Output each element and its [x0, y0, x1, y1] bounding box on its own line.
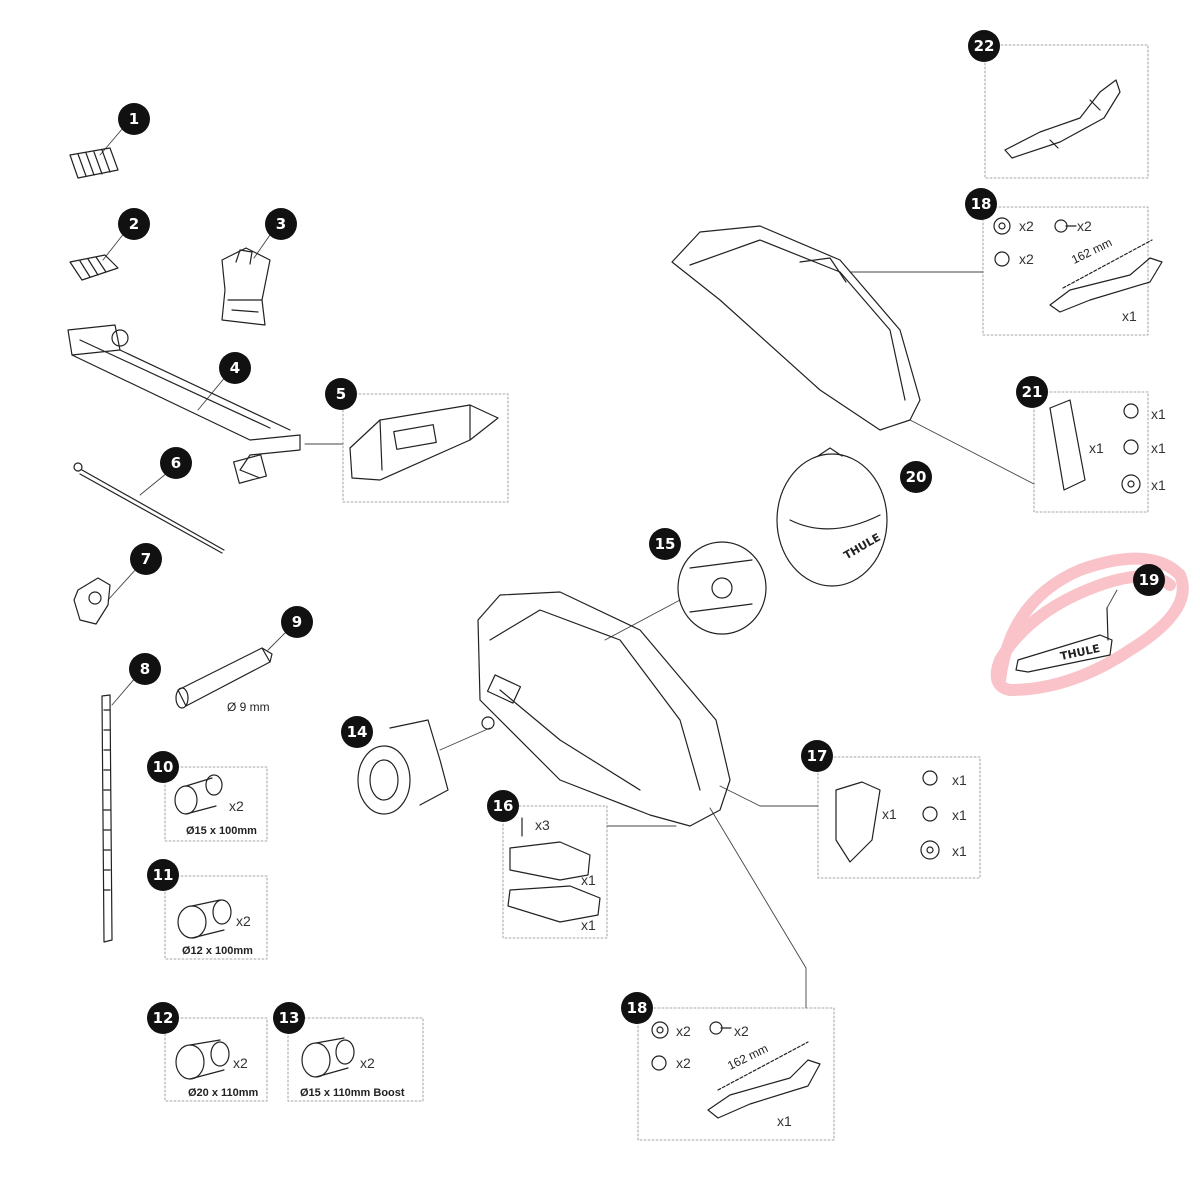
qty-part-18-top-washer: x2 — [1019, 218, 1034, 234]
qty-part-18-bottom-bolt: x2 — [734, 1023, 749, 1039]
qty-part-18-top-nut: x2 — [1019, 251, 1034, 267]
part-3-art — [221, 247, 271, 326]
part-15-art — [677, 541, 767, 635]
qty-part-11: x2 — [236, 913, 251, 929]
part-17-art — [835, 770, 940, 863]
part-13-art — [301, 1037, 355, 1078]
leader-lines — [99, 44, 1118, 1009]
qty-part-18-bottom-handle: x1 — [777, 1113, 792, 1129]
badge-part-21: 21 — [1016, 376, 1048, 408]
label-part-13-size: Ø15 x 110mm Boost — [300, 1087, 405, 1099]
badge-part-17: 17 — [801, 740, 833, 772]
part-14-art — [357, 719, 449, 815]
part-18-top-art — [993, 217, 1163, 313]
part-20-art — [776, 447, 888, 587]
part-4-art — [67, 324, 301, 484]
box-17 — [817, 756, 981, 879]
qty-part-17-clip: x1 — [882, 806, 897, 822]
badge-part-8: 8 — [129, 653, 161, 685]
qty-part-17-nut: x1 — [952, 807, 967, 823]
qty-part-21-strap: x1 — [1089, 440, 1104, 456]
qty-part-16-pad-bottom: x1 — [581, 917, 596, 933]
qty-part-18-top-bolt: x2 — [1077, 218, 1092, 234]
badge-part-3: 3 — [265, 208, 297, 240]
qty-part-17-washer: x1 — [952, 843, 967, 859]
badge-part-22: 22 — [968, 30, 1000, 62]
badge-part-9: 9 — [281, 606, 313, 638]
qty-part-10: x2 — [229, 798, 244, 814]
box-12 — [164, 1017, 268, 1102]
case-lid-art — [671, 225, 921, 431]
label-part-12-size: Ø20 x 110mm — [188, 1087, 259, 1099]
badge-part-11: 11 — [147, 859, 179, 891]
qty-part-13: x2 — [360, 1055, 375, 1071]
badge-part-5: 5 — [325, 378, 357, 410]
badge-part-15: 15 — [649, 528, 681, 560]
qty-part-16-screw: x3 — [535, 817, 550, 833]
part-2-art — [69, 254, 119, 281]
badge-part-18-bottom: 18 — [621, 992, 653, 1024]
part-16-art — [507, 817, 601, 923]
label-part-10-size: Ø15 x 100mm — [186, 825, 257, 837]
label-part-9-diameter: Ø 9 mm — [227, 700, 270, 714]
box-22 — [984, 44, 1149, 179]
part-22-art — [1004, 79, 1121, 159]
part-1-art — [69, 147, 119, 179]
box-18-top — [982, 206, 1149, 336]
part-6-art — [73, 462, 225, 554]
part-18-bottom-art — [651, 1021, 821, 1119]
label-part-11-size: Ø12 x 100mm — [182, 945, 253, 957]
part-7-art — [73, 577, 111, 625]
badge-part-12: 12 — [147, 1002, 179, 1034]
box-11 — [164, 875, 268, 960]
part-11-art — [177, 899, 232, 939]
badge-part-20: 20 — [900, 461, 932, 493]
badge-part-16: 16 — [487, 790, 519, 822]
part-10-art — [174, 774, 223, 815]
qty-part-18-bottom-nut: x2 — [676, 1055, 691, 1071]
part-19-art — [1015, 607, 1113, 673]
badge-part-18-top: 18 — [965, 188, 997, 220]
badge-part-13: 13 — [273, 1002, 305, 1034]
qty-part-21-nut: x1 — [1151, 440, 1166, 456]
part-12-art — [175, 1039, 230, 1080]
qty-part-18-bottom-washer: x2 — [676, 1023, 691, 1039]
part-5-art — [349, 404, 499, 481]
part-9-art — [175, 647, 273, 709]
part-21-art — [1049, 399, 1141, 494]
box-13 — [287, 1017, 424, 1102]
badge-part-2: 2 — [118, 208, 150, 240]
box-5 — [342, 393, 509, 503]
qty-part-16-pad-top: x1 — [581, 872, 596, 888]
part-8-art — [101, 694, 113, 943]
highlight-ring — [990, 552, 1189, 697]
badge-part-19: 19 — [1133, 564, 1165, 596]
qty-part-21-bolt: x1 — [1151, 406, 1166, 422]
qty-part-17-bolt: x1 — [952, 772, 967, 788]
qty-part-18-top-handle: x1 — [1122, 308, 1137, 324]
box-18-bottom — [637, 1007, 835, 1141]
badge-part-6: 6 — [160, 447, 192, 479]
badge-part-1: 1 — [118, 103, 150, 135]
case-bottom-art — [477, 591, 731, 827]
group-boxes — [164, 44, 1149, 1141]
qty-part-21-washer: x1 — [1151, 477, 1166, 493]
badge-part-4: 4 — [219, 352, 251, 384]
badge-part-10: 10 — [147, 751, 179, 783]
badge-part-14: 14 — [341, 716, 373, 748]
box-21 — [1033, 391, 1149, 513]
qty-part-12: x2 — [233, 1055, 248, 1071]
badge-part-7: 7 — [130, 543, 162, 575]
box-16 — [502, 805, 608, 939]
